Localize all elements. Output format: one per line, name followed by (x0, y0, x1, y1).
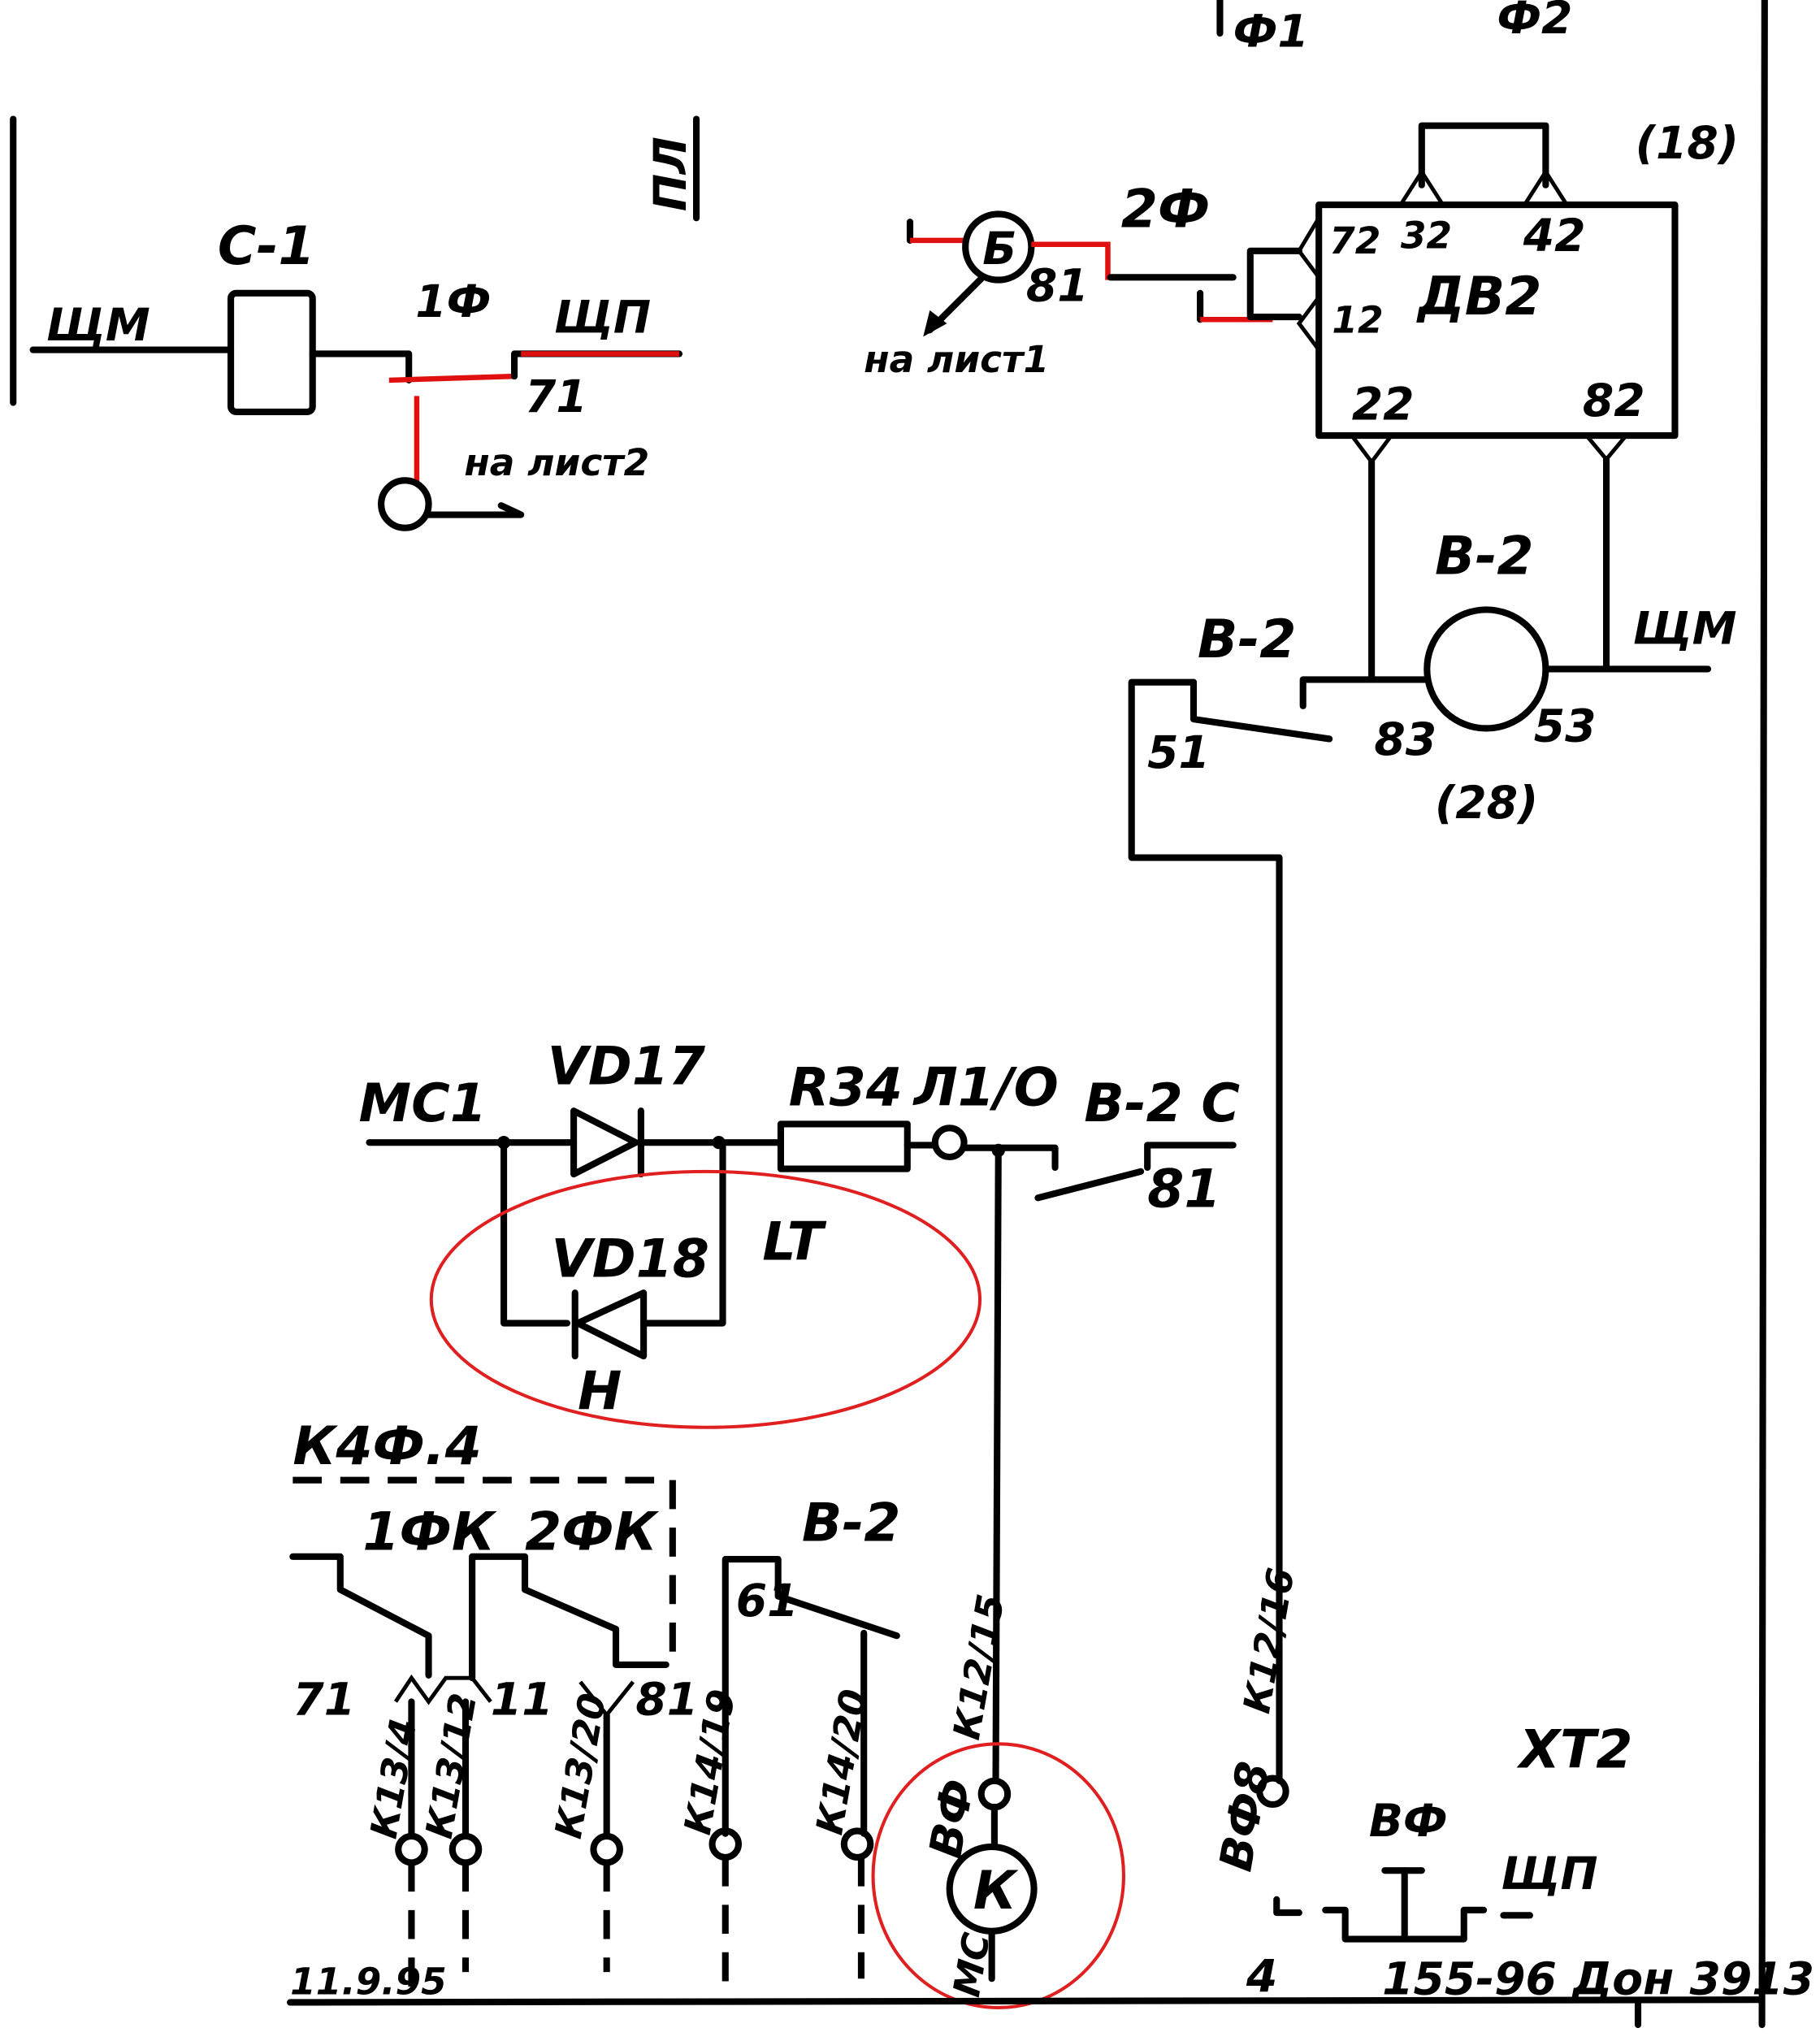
label-c1: С-1 (218, 216, 315, 277)
terminal (1256, 1774, 1289, 1809)
label-l1: Л1/О (912, 1058, 1059, 1119)
k4f-section: К4Ф.4 1ФК 2ФК В-2 71 11 81 61 К13/4 К13/… (289, 1416, 901, 1992)
pin-32: 32 (1401, 214, 1452, 258)
terminal (395, 1832, 428, 1866)
label-mc: МС (945, 1930, 999, 2000)
label-f1: Ф1 (1233, 6, 1309, 58)
label-to-sheet2: на лист2 (464, 441, 649, 484)
label-53: 53 (1534, 701, 1597, 753)
pin-82: 82 (1583, 375, 1645, 427)
pin-42: 42 (1523, 210, 1586, 262)
label-28: (28) (1435, 778, 1538, 830)
highlight-ring-k (871, 1742, 1125, 2009)
wire-k12-15: К12/15 (945, 1591, 1012, 1743)
label-shp-bottom: ЩП (1501, 1848, 1597, 1900)
terminal (977, 1777, 1012, 1811)
label-61: 61 (736, 1575, 799, 1627)
label-xt2: ХТ2 (1516, 1720, 1632, 1781)
label-2fk: 2ФК (525, 1502, 660, 1563)
label-18: (18) (1636, 118, 1739, 170)
highlight-ring-diodes (429, 1169, 982, 1429)
label-81-mc: 81 (1147, 1159, 1220, 1220)
diode-vd18 (574, 1289, 648, 1360)
label-k: К (973, 1861, 1019, 1922)
label-vd18: VD18 (551, 1229, 708, 1290)
resistor-r34 (777, 1120, 911, 1172)
lamp-terminal (931, 1124, 968, 1161)
label-shm-right: ЩМ (1633, 604, 1737, 656)
label-pl: ПЛ (645, 136, 697, 211)
label-shm: ЩМ (46, 300, 150, 352)
c1-section: ЩМ С-1 1Ф ЩП 71 на лист2 (29, 216, 682, 531)
label-1fk: 1ФК (362, 1502, 497, 1563)
label-shp: ЩП (554, 292, 651, 344)
wire-k12-16: К12/16 (1235, 1565, 1302, 1717)
dv2-block (1315, 202, 1679, 440)
label-mc1: МС1 (359, 1073, 487, 1134)
terminal (448, 1832, 483, 1866)
label-81-k: 81 (635, 1675, 698, 1727)
pin-12: 12 (1332, 299, 1383, 342)
label-vd17: VD17 (548, 1037, 706, 1098)
label-vf2: ВФ (1369, 1796, 1448, 1848)
wire-k13-4: К13/4 (362, 1715, 426, 1842)
b2-coil (1424, 606, 1549, 732)
label-b2-contact: В-2 (1198, 609, 1297, 670)
label-h: Н (578, 1361, 622, 1422)
label-stamp: 155-96 Дон 3913 (1382, 1954, 1814, 2006)
label-81: 81 (1026, 261, 1089, 313)
label-83: 83 (1374, 714, 1436, 766)
label-2f: 2Ф (1121, 180, 1211, 240)
right-border (1758, 0, 1768, 2029)
label-r34: R34 (789, 1058, 903, 1119)
terminal (590, 1832, 623, 1866)
dv2-section: Б на лист1 81 2Ф (18) 72 32 42 12 ДВ2 22… (864, 118, 1739, 466)
mc1-section: МС1 VD17 R34 Л1/О В-2 С 81 VD18 LT Н (359, 1037, 1240, 1429)
label-dv2: ДВ2 (1416, 266, 1541, 327)
label-vf8: ВФ8 (1211, 1758, 1280, 1875)
label-71-k: 71 (292, 1675, 355, 1727)
c1-element (228, 289, 316, 415)
label-b2-coil: В-2 (1435, 526, 1534, 587)
k-lamp-section: К К12/15 ВФ МС (871, 1146, 1125, 2009)
label-b2c: В-2 С (1084, 1073, 1240, 1134)
pin-22: 22 (1352, 379, 1415, 431)
diode-vd17 (570, 1107, 639, 1178)
pin-72: 72 (1329, 219, 1380, 262)
b2-section: В-2 В-2 ЩМ 51 83 53 (28) (1128, 456, 1737, 1784)
bottom-rail (287, 1996, 1766, 2006)
label-11: 11 (491, 1675, 553, 1727)
label-b: Б (982, 223, 1016, 275)
label-b2-k: В-2 (802, 1493, 901, 1554)
label-lt: LT (762, 1212, 827, 1273)
label-51: 51 (1147, 727, 1210, 779)
xt2-section: К12/16 ВФ8 ХТ2 ВФ ЩП (1211, 1565, 1632, 1943)
label-date: 11.9.95 (290, 1961, 447, 2004)
terminal (840, 1827, 874, 1861)
sheet2-connector-icon (378, 477, 432, 531)
label-f2: Ф2 (1497, 0, 1572, 45)
label-k4f: К4Ф.4 (292, 1416, 481, 1477)
wire-k13-12: К13/12 (418, 1690, 485, 1842)
arrow-icon (923, 310, 947, 337)
label-to-sheet1: на лист1 (864, 338, 1049, 381)
label-4: 4 (1246, 1951, 1277, 2003)
label-1f: 1Ф (415, 276, 491, 328)
label-71: 71 (525, 371, 587, 423)
